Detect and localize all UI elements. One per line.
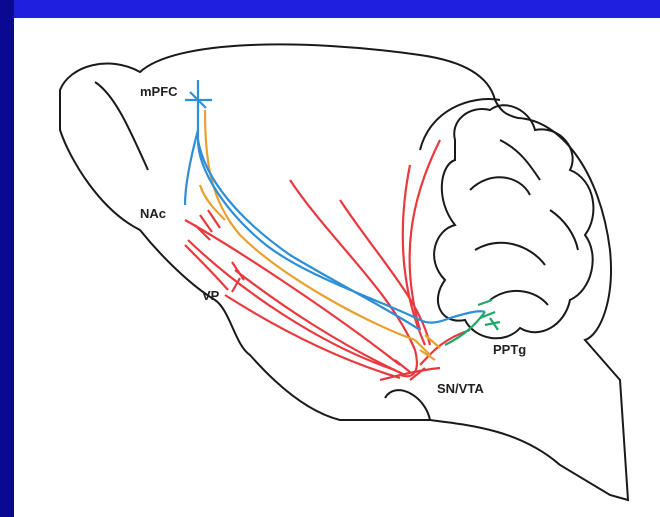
- cerebellum-folia: [470, 140, 578, 305]
- gaba-path-3: [410, 140, 440, 330]
- cerebellum: [434, 105, 593, 338]
- ventral-contour: [385, 390, 430, 420]
- label-vp: VP: [202, 288, 220, 303]
- label-snvta: SN/VTA: [437, 381, 484, 396]
- mpfc-path-2: [185, 130, 198, 205]
- dopamine-path-1: [205, 110, 415, 340]
- label-pptg: PPTg: [493, 342, 526, 357]
- brain-contour: [60, 44, 628, 500]
- label-mpfc: mPFC: [140, 84, 178, 99]
- label-nac: NAc: [140, 206, 166, 221]
- mpfc-path-1: [198, 140, 485, 323]
- cortex-cerebellum-border: [420, 99, 500, 150]
- gaba-projections: [185, 140, 470, 380]
- brain-outline: [60, 44, 628, 500]
- gaba-path-1: [290, 180, 417, 376]
- dopamine-projections: [200, 110, 440, 360]
- gaba-path-7: [235, 270, 405, 375]
- gaba-path-8: [225, 295, 400, 378]
